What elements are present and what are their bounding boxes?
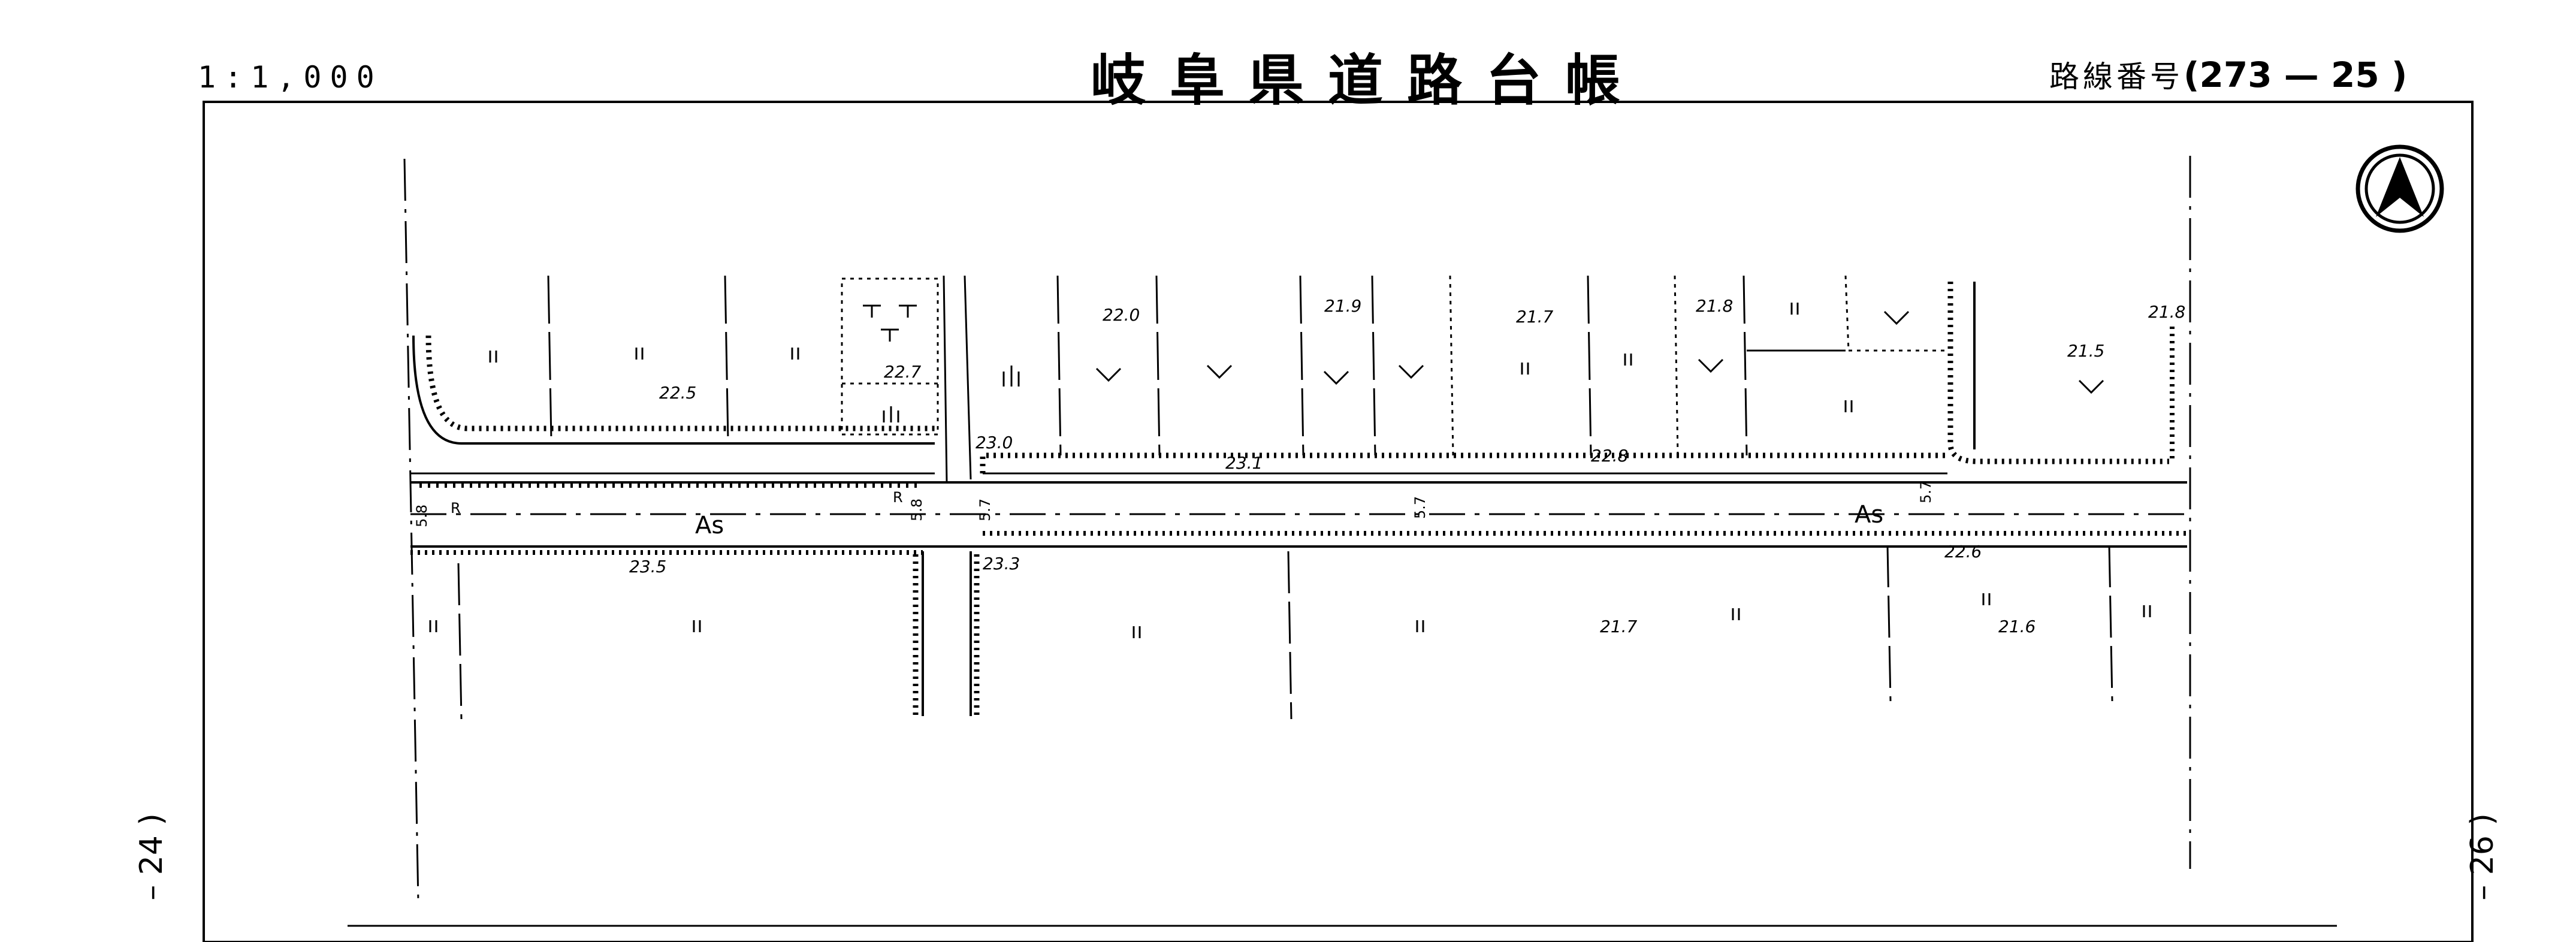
road-surface-label-1: As (695, 512, 724, 539)
elevation-point: 21.8 (1696, 296, 1733, 316)
orchard-symbol (883, 406, 899, 422)
route-number-value: 273 — 25 (2199, 55, 2379, 95)
paddy-symbol (489, 351, 497, 363)
route-number: 路線番号(273 — 25 ) (2049, 53, 2407, 96)
elevation-point: 21.6 (1998, 617, 2036, 636)
paddy-symbol (2143, 605, 2151, 617)
elevation-point: 23.0 (976, 433, 1013, 452)
road-width-marker: 5.8 (908, 499, 925, 521)
curb-upper-left-hatch (425, 335, 935, 431)
elevation-point: 21.7 (1600, 617, 1638, 636)
paddy-symbol (1133, 626, 1141, 638)
elevation-point: 22.6 (1944, 542, 1982, 561)
field-symbol (1095, 367, 1122, 382)
elevation-point: 23.5 (629, 557, 666, 576)
curb-upper-mid (980, 452, 1947, 473)
road-main (410, 472, 2187, 555)
parcel-lines-top (547, 275, 1944, 456)
elevation-point: 22.5 (659, 383, 696, 403)
field-symbol (1323, 370, 1349, 385)
paddy-symbol (1790, 303, 1799, 315)
road-width-marker: 5.7 (977, 499, 993, 521)
paddy-symbol (1732, 608, 1740, 620)
field-symbol (1698, 358, 1724, 373)
elevation-point: 21.7 (1516, 307, 1554, 327)
elevation-point: 23.3 (983, 554, 1020, 573)
road-marker-r: R (451, 500, 461, 517)
curb-upper-left (412, 335, 935, 445)
elevation-point: 22.7 (884, 362, 922, 382)
road-width-marker: 5.7 (1917, 481, 1934, 503)
paddy-symbol (791, 348, 799, 360)
wasteland-symbol (863, 304, 917, 342)
elevation-point: 21.9 (1324, 296, 1361, 316)
elevation-point: 22.8 (1591, 446, 1628, 466)
orchard-symbol (1002, 366, 1020, 387)
elevation-point: 23.1 (1225, 453, 1263, 473)
map-frame (203, 101, 2474, 942)
curb-upper-right (1947, 282, 2169, 464)
field-symbol (1398, 364, 1424, 379)
parcel-lines-bottom (457, 545, 2113, 720)
route-open: ( (2184, 55, 2200, 95)
north-arrow-icon (2355, 144, 2444, 233)
land-use-symbols (429, 303, 2151, 638)
field-symbol (1206, 364, 1233, 379)
paddy-symbol (1982, 593, 1991, 605)
field-symbol (2078, 379, 2104, 394)
elevations: 22.5 22.7 22.0 21.9 21.7 21.8 21.8 21.5 … (629, 296, 2185, 636)
route-label: 路線番号 (2049, 59, 2184, 94)
elevation-point: 21.5 (2067, 341, 2104, 361)
elevation-point: 21.8 (2148, 302, 2185, 322)
paddy-symbol (1624, 354, 1632, 366)
paddy-symbol (693, 620, 701, 632)
paddy-symbol (429, 620, 437, 632)
field-symbol (1883, 310, 1910, 325)
route-close: ) (2391, 55, 2408, 95)
road-side (913, 275, 980, 716)
road-width-marker: 5.8 (413, 505, 430, 527)
paddy-symbol (635, 348, 644, 360)
paddy-symbol (1521, 363, 1529, 375)
elevation-point: 22.0 (1103, 305, 1140, 325)
road-marker-r: R (893, 489, 903, 506)
road-surface-label-2: As (1855, 501, 1883, 529)
paddy-symbol (1844, 400, 1853, 412)
map-scale: 1:1,000 (198, 60, 383, 95)
boundary-left (403, 158, 419, 902)
paddy-symbol (1416, 620, 1424, 632)
road-width-marker: 5.7 (1412, 496, 1429, 519)
